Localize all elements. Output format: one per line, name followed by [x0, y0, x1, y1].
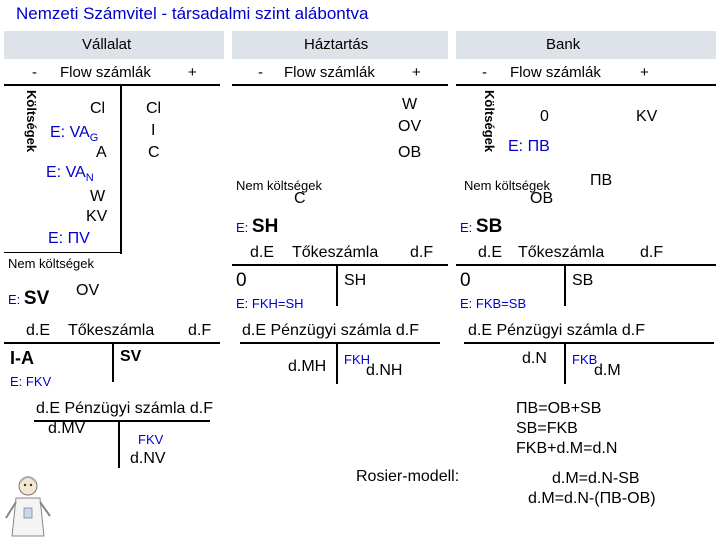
bank-zero-top: 0 [540, 108, 549, 125]
flow-label-vallalat: Flow számlák [60, 64, 151, 81]
vallalat-a: A [96, 144, 107, 161]
haztartas-toke-line [232, 264, 448, 266]
haztartas-w: W [402, 96, 418, 113]
bank-nem-koltsegek: Nem költségek [464, 178, 550, 193]
vallalat-kv: KV [86, 208, 108, 225]
haztartas-dmh: d.MH [288, 358, 327, 375]
vallalat-tokeszamla: Tőkeszámla [68, 322, 155, 339]
t-line-vallalat-vert [120, 84, 122, 254]
header-haztartas: Háztartás [304, 36, 369, 53]
bank-penz-vert [564, 342, 566, 384]
vallalat-c: C [148, 144, 160, 161]
bank-pb: ΠB [590, 172, 613, 189]
haztartas-tokeszamla: Tőkeszámla [292, 244, 379, 261]
koltsegek-label-bank: Költségek [482, 90, 497, 153]
vallalat-penz-vert [118, 420, 120, 468]
haztartas-zero: 0 [236, 270, 247, 291]
bank-e-sb: E: SB [460, 216, 503, 237]
vallalat-nem-koltsegek: Nem költségek [8, 256, 94, 271]
haztartas-dnh: d.NH [366, 362, 403, 379]
equation-5: d.M=d.N-(ΠB-OB) [528, 490, 656, 507]
t-line-vallalat-top [4, 84, 220, 86]
professor-figure-icon [5, 476, 51, 537]
vallalat-df: d.F [188, 322, 212, 339]
bank-zero: 0 [460, 270, 471, 291]
bank-e-pb: E: ΠB [508, 138, 550, 155]
bank-de: d.E [478, 244, 503, 261]
vallalat-e-sv: E: SV [8, 288, 50, 309]
bank-penz-line [464, 342, 714, 344]
vallalat-e-vag: E: VAG [50, 124, 99, 145]
haztartas-de: d.E [250, 244, 275, 261]
vallalat-cl-left: Cl [90, 100, 106, 117]
bank-dm: d.M [594, 362, 621, 379]
header-bank: Bank [546, 36, 581, 53]
haztartas-e-fkh: E: FKH=SH [236, 296, 304, 311]
header-band-bank [456, 31, 716, 59]
flow-plus-vallalat: + [188, 64, 197, 81]
equation-3: FKB+d.M=d.N [516, 440, 618, 457]
haztartas-penz-line [240, 342, 440, 344]
haztartas-fkh: FKH [344, 352, 370, 367]
equation-2: SB=FKB [516, 420, 578, 437]
haztartas-penz-vert [336, 342, 338, 384]
haztartas-c: C [294, 190, 306, 207]
haztartas-e-sh: E: SH [236, 216, 279, 237]
equation-4: d.M=d.N-SB [552, 470, 640, 487]
flow-label-bank: Flow számlák [510, 64, 601, 81]
vallalat-i: I [151, 122, 156, 139]
koltsegek-label-vallalat: Költségek [24, 90, 39, 153]
vallalat-dmv: d.MV [48, 420, 86, 437]
vallalat-penzugyi: d.E Pénzügyi számla d.F [36, 400, 213, 417]
haztartas-sh: SH [344, 272, 367, 289]
header-band-haztartas [232, 31, 448, 59]
haztartas-nem-koltsegek: Nem költségek [236, 178, 322, 193]
haztartas-penzugyi: d.E Pénzügyi számla d.F [242, 322, 419, 339]
bank-tokeszamla: Tőkeszámla [518, 244, 605, 261]
t-line-haztartas-top [232, 84, 448, 86]
bank-dn: d.N [522, 350, 547, 367]
equation-1: ΠB=OB+SB [516, 400, 602, 417]
vallalat-ov: OV [76, 282, 100, 299]
vallalat-w: W [90, 188, 106, 205]
vallalat-toke-vert [112, 342, 114, 382]
page-title: Nemzeti Számvitel - társadalmi szint alá… [16, 4, 369, 23]
bank-df: d.F [640, 244, 664, 261]
vallalat-e-pv: E: ΠV [48, 230, 90, 247]
vallalat-dnv: d.NV [130, 450, 166, 467]
t-line-bank-top [456, 84, 716, 86]
vallalat-nem-line [4, 252, 120, 253]
vallalat-penz-line [34, 420, 210, 422]
flow-plus-haztartas: + [412, 64, 421, 81]
bank-kv: KV [636, 108, 658, 125]
flow-minus-vallalat: - [32, 64, 37, 81]
bank-ob: OB [530, 190, 554, 207]
flow-plus-bank: + [640, 64, 649, 81]
bank-fkb: FKB [572, 352, 598, 367]
haztartas-ob: OB [398, 144, 422, 161]
bank-toke-line [456, 264, 716, 266]
flow-minus-haztartas: - [258, 64, 263, 81]
bank-e-fkb: E: FKB=SB [460, 296, 527, 311]
vallalat-de: d.E [26, 322, 51, 339]
flow-minus-bank: - [482, 64, 487, 81]
vallalat-e-fkv: E: FKV [10, 374, 52, 389]
vallalat-cl-right: Cl [146, 100, 162, 117]
bank-sb: SB [572, 272, 594, 289]
header-vallalat: Vállalat [82, 36, 132, 53]
flow-label-haztartas: Flow számlák [284, 64, 375, 81]
vallalat-e-van: E: VAN [46, 164, 94, 185]
haztartas-df: d.F [410, 244, 434, 261]
bank-penzugyi: d.E Pénzügyi számla d.F [468, 322, 645, 339]
vallalat-ia: I-A [10, 348, 34, 368]
haztartas-toke-vert [336, 264, 338, 306]
bank-toke-vert [564, 264, 566, 306]
header-band-vallalat [4, 31, 224, 59]
vallalat-fkv: FKV [138, 432, 164, 447]
haztartas-ov: OV [398, 118, 422, 135]
vallalat-sv: SV [120, 348, 142, 365]
rosier-label: Rosier-modell: [356, 468, 460, 485]
